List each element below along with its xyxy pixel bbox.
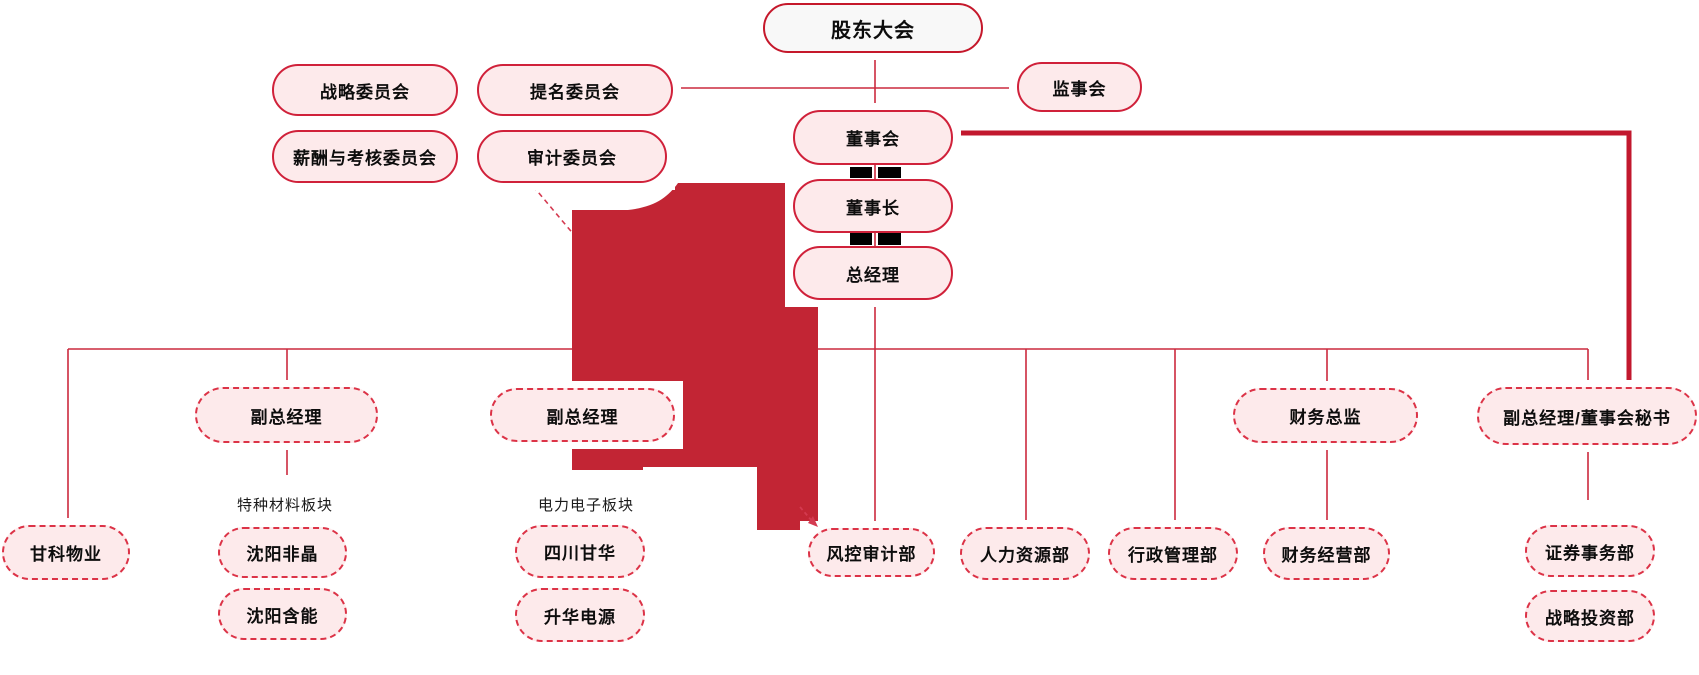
node-label-audit-committee: 审计委员会	[477, 130, 667, 183]
node-label-deputy-gm-2: 副总经理	[490, 388, 675, 442]
node-shareholders: 股东大会	[755, 0, 991, 60]
node-ganke-property: 甘科物业	[0, 518, 138, 587]
node-label-shenyang-hanneng: 沈阳含能	[218, 588, 347, 640]
node-label-shareholders: 股东大会	[763, 3, 983, 53]
node-securities-dept: 证券事务部	[1517, 518, 1663, 584]
redaction-bars	[850, 167, 901, 245]
node-label-nomination-committee: 提名委员会	[477, 64, 673, 116]
node-label-chairman: 董事长	[793, 179, 953, 233]
node-shenyang-feijing: 沈阳非晶	[210, 520, 355, 585]
node-label-admin-dept: 行政管理部	[1108, 527, 1238, 580]
node-label-risk-audit-dept: 风控审计部	[808, 528, 935, 577]
node-shenyang-hanneng: 沈阳含能	[210, 581, 355, 647]
node-compensation-committee: 薪酬与考核委员会	[264, 123, 466, 190]
node-label-strategy-committee: 战略委员会	[272, 64, 458, 116]
node-label-securities-dept: 证券事务部	[1525, 525, 1655, 577]
node-finance-ops-dept: 财务经营部	[1255, 520, 1398, 587]
node-deputy-gm-2: 副总经理	[482, 381, 683, 449]
node-label-general-manager: 总经理	[793, 246, 953, 300]
node-admin-dept: 行政管理部	[1100, 520, 1246, 587]
node-label-shenyang-feijing: 沈阳非晶	[218, 527, 347, 578]
redaction-bar	[850, 233, 872, 245]
node-label-strategic-investment-dept: 战略投资部	[1525, 590, 1655, 642]
node-label-board-of-directors: 董事会	[793, 110, 953, 165]
node-nomination-committee: 提名委员会	[469, 57, 681, 123]
node-board-of-directors: 董事会	[785, 103, 961, 172]
thick-board-to-secretary-line	[950, 130, 1632, 387]
node-sichuan-ganhua: 四川甘华	[507, 518, 653, 585]
dashed-arrow-tail	[799, 506, 813, 522]
node-strategy-committee: 战略委员会	[264, 57, 466, 123]
node-label-cfo: 财务总监	[1233, 388, 1418, 443]
node-chairman: 董事长	[785, 172, 961, 240]
node-label-shenghua-power: 升华电源	[515, 588, 645, 642]
node-general-manager: 总经理	[785, 239, 961, 307]
node-strategic-investment-dept: 战略投资部	[1517, 583, 1663, 649]
dashed-arrow-head	[808, 516, 818, 527]
node-risk-audit-dept: 风控审计部	[800, 521, 943, 584]
node-label-hr-dept: 人力资源部	[960, 527, 1090, 580]
node-label-sichuan-ganhua: 四川甘华	[515, 525, 645, 578]
node-cfo: 财务总监	[1225, 381, 1426, 450]
node-shenghua-power: 升华电源	[507, 581, 653, 649]
node-hr-dept: 人力资源部	[952, 520, 1098, 587]
node-label-compensation-committee: 薪酬与考核委员会	[272, 130, 458, 183]
node-deputy-gm-secretary: 副总经理/董事会秘书	[1469, 380, 1699, 452]
node-supervisory-board: 监事会	[1009, 55, 1150, 119]
node-label-finance-ops-dept: 财务经营部	[1263, 527, 1390, 580]
node-audit-committee: 审计委员会	[469, 123, 675, 190]
node-label-ganke-property: 甘科物业	[2, 525, 130, 580]
redaction-bar	[850, 167, 872, 178]
redaction-bar	[878, 233, 901, 245]
section-label-special-materials: 特种材料板块	[237, 497, 334, 514]
node-deputy-gm-1: 副总经理	[187, 380, 386, 450]
node-label-deputy-gm-1: 副总经理	[195, 387, 378, 443]
node-label-supervisory-board: 监事会	[1017, 62, 1142, 112]
section-label-power-electronics: 电力电子板块	[538, 497, 635, 514]
node-label-deputy-gm-secretary: 副总经理/董事会秘书	[1477, 387, 1697, 445]
redaction-bar	[878, 167, 901, 178]
